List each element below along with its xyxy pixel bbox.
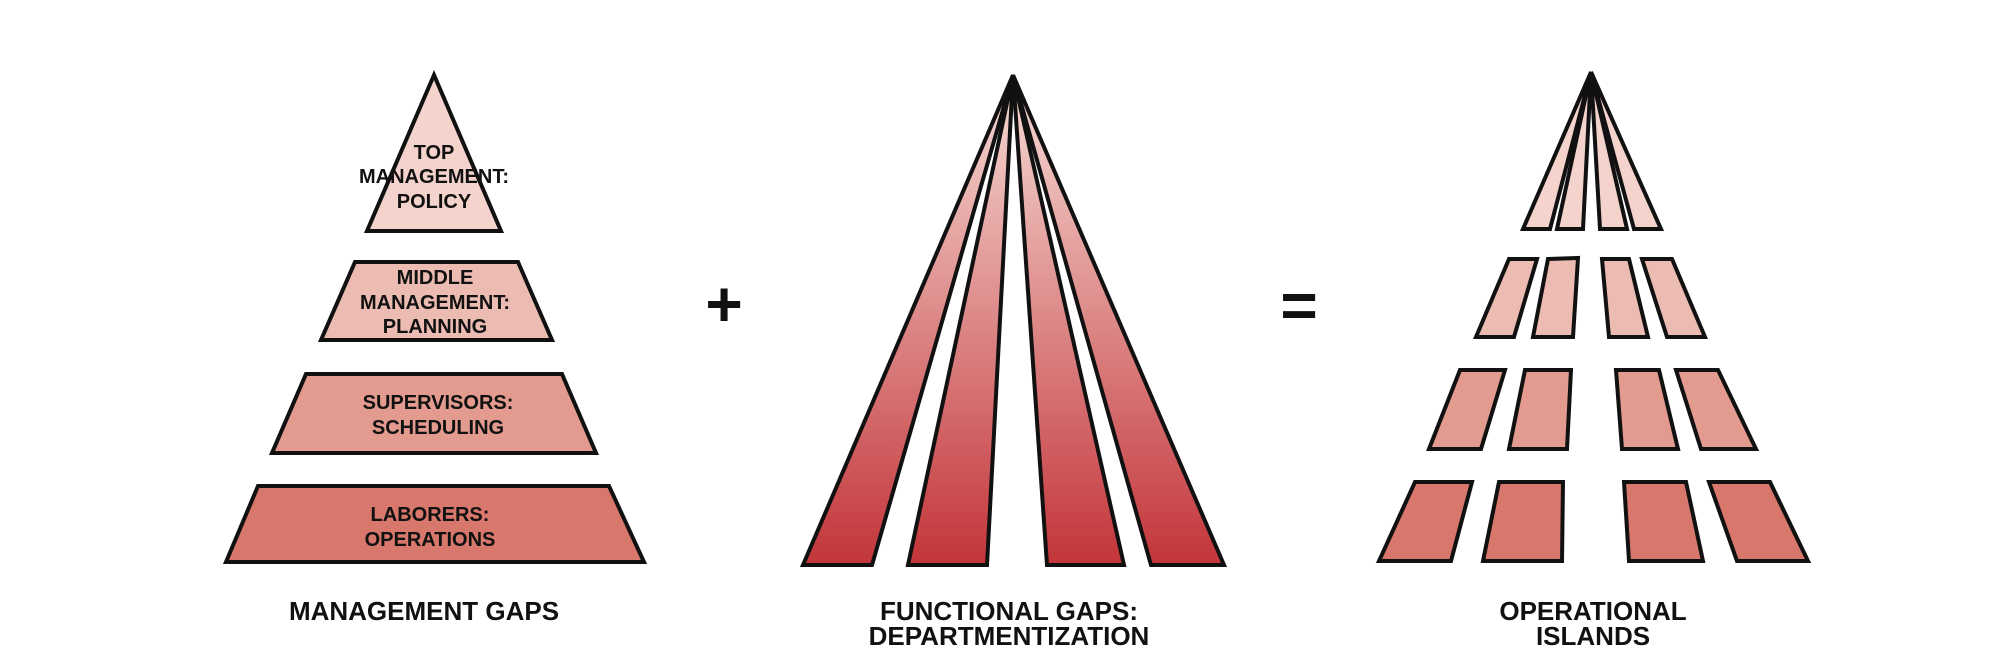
island-row2-1 bbox=[1472, 257, 1540, 339]
caption-operational-line1: OPERATIONAL bbox=[1499, 596, 1686, 626]
island-row4-2 bbox=[1480, 480, 1566, 563]
island-row2-4 bbox=[1639, 257, 1709, 339]
level-supervisors-label-1: SUPERVISORS: bbox=[363, 392, 514, 414]
operational-islands bbox=[1375, 71, 1812, 563]
wedge-1 bbox=[799, 74, 1015, 567]
island-row4-1 bbox=[1375, 480, 1475, 563]
plus-operator: + bbox=[705, 268, 742, 340]
wedge-2 bbox=[905, 74, 1015, 567]
island-row2-3 bbox=[1599, 257, 1651, 339]
level-top-management bbox=[363, 69, 505, 233]
level-middle-label-2: MANAGEMENT: bbox=[360, 292, 510, 314]
island-row4-3 bbox=[1621, 480, 1706, 563]
level-supervisors-label-2: SCHEDULING bbox=[372, 417, 504, 439]
caption-operational-line2: ISLANDS bbox=[1536, 621, 1650, 651]
caption-functional-line2: DEPARTMENTIZATION bbox=[869, 621, 1150, 651]
level-laborers-label-2: OPERATIONS bbox=[365, 529, 496, 551]
island-row3-2 bbox=[1506, 368, 1574, 451]
level-middle-management bbox=[317, 260, 556, 342]
island-top-2 bbox=[1554, 71, 1593, 231]
level-laborers bbox=[222, 484, 648, 564]
island-row4-4 bbox=[1706, 480, 1812, 563]
level-laborers-label-1: LABORERS: bbox=[371, 504, 490, 526]
level-middle-label-1: MIDDLE bbox=[397, 267, 474, 289]
island-row3-1 bbox=[1426, 368, 1508, 451]
level-top-label-3: POLICY bbox=[397, 191, 472, 213]
level-top-label-1: TOP bbox=[414, 142, 455, 164]
island-row2-2 bbox=[1530, 255, 1581, 339]
level-top-label-2: MANAGEMENT: bbox=[359, 166, 509, 188]
island-top-1 bbox=[1519, 71, 1593, 231]
island-row3-3 bbox=[1613, 368, 1681, 451]
wedge-4 bbox=[1011, 74, 1228, 567]
island-row3-4 bbox=[1673, 368, 1760, 451]
level-middle-label-3: PLANNING bbox=[383, 316, 487, 338]
wedge-3 bbox=[1011, 74, 1127, 567]
level-supervisors bbox=[268, 372, 600, 455]
caption-functional-line1: FUNCTIONAL GAPS: bbox=[880, 596, 1138, 626]
equals-operator: = bbox=[1280, 269, 1317, 341]
management-pyramid: TOP MANAGEMENT: POLICY MIDDLE MANAGEMENT… bbox=[222, 69, 648, 564]
functional-wedges bbox=[799, 74, 1228, 567]
caption-management-gaps: MANAGEMENT GAPS bbox=[289, 596, 559, 626]
island-top-4 bbox=[1589, 71, 1665, 231]
